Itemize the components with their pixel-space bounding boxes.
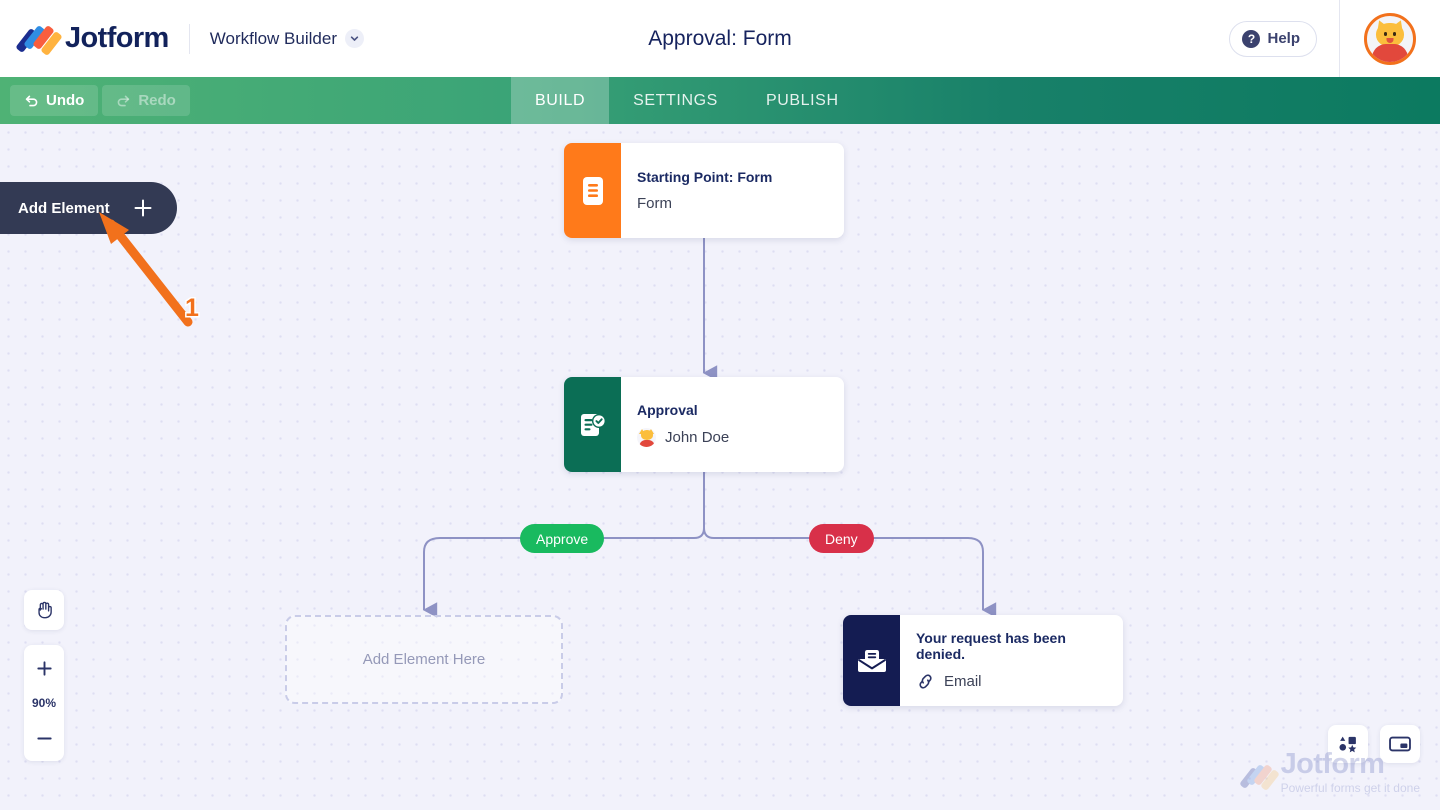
node-starting-point-body: Starting Point: Form Form — [621, 143, 788, 238]
header-divider-2 — [1339, 0, 1340, 77]
plus-icon — [36, 660, 52, 676]
add-element-label: Add Element — [18, 199, 110, 217]
zoom-level-label: 90% — [31, 696, 57, 710]
zoom-controls: 90% — [24, 645, 64, 761]
node-denied-email-body: Your request has been denied. Email — [900, 615, 1123, 706]
redo-label: Redo — [138, 92, 176, 109]
node-channel-label: Email — [944, 673, 982, 690]
node-approval-body: Approval John Doe — [621, 377, 745, 472]
undo-arrow-icon — [25, 95, 38, 107]
question-mark-icon: ? — [1242, 29, 1261, 48]
brand-name: Jotform — [65, 22, 169, 54]
node-starting-point[interactable]: Starting Point: Form Form — [564, 143, 844, 238]
builder-tabs: BUILD SETTINGS PUBLISH — [511, 77, 863, 124]
jotform-logo-icon — [15, 24, 63, 56]
shapes-grid-icon — [1339, 736, 1357, 753]
avatar-eye-right — [1393, 31, 1396, 36]
avatar-face — [1376, 22, 1404, 47]
zoom-in-button[interactable] — [26, 649, 62, 687]
hand-pan-icon — [38, 601, 52, 619]
minus-icon — [36, 737, 52, 739]
product-label: Workflow Builder — [209, 28, 337, 48]
tab-build[interactable]: BUILD — [511, 77, 610, 124]
workflow-builder-selector[interactable]: Workflow Builder — [210, 29, 364, 49]
undo-button[interactable]: Undo — [10, 85, 99, 116]
canvas-bottom-controls — [1328, 725, 1420, 763]
minimap-icon — [1389, 736, 1411, 752]
envelope-icon — [843, 615, 900, 706]
branch-badge-approve[interactable]: Approve — [520, 524, 605, 553]
elements-panel-button[interactable] — [1328, 725, 1368, 763]
minimap-button[interactable] — [1380, 725, 1420, 763]
node-title: Your request has been denied. — [916, 630, 1066, 662]
header-right-group: ? Help — [1229, 0, 1440, 77]
plus-icon — [134, 199, 152, 217]
node-title: Approval — [637, 402, 698, 418]
redo-button[interactable]: Redo — [102, 85, 190, 116]
pan-tool-button[interactable] — [24, 590, 64, 630]
tab-settings[interactable]: SETTINGS — [633, 91, 718, 109]
approval-check-icon — [564, 377, 621, 472]
undo-label: Undo — [46, 92, 85, 109]
node-title: Starting Point: Form — [637, 169, 773, 185]
tab-publish[interactable]: PUBLISH — [765, 91, 839, 109]
user-avatar[interactable] — [1364, 12, 1416, 65]
chevron-down-icon[interactable] — [344, 29, 364, 48]
node-approval[interactable]: Approval John Doe — [564, 377, 844, 472]
node-denied-email[interactable]: Your request has been denied. Email — [843, 615, 1123, 706]
builder-toolbar: Undo Redo BUILD SETTINGS PUBLISH — [0, 77, 1440, 124]
workflow-canvas[interactable]: Starting Point: Form Form Approval — [0, 124, 1440, 810]
node-assignee: John Doe — [637, 428, 729, 447]
redo-arrow-icon — [118, 95, 130, 107]
undo-redo-group: Undo Redo — [10, 85, 190, 116]
assignee-name: John Doe — [665, 429, 730, 446]
assignee-avatar — [637, 428, 656, 447]
form-document-icon — [564, 143, 621, 238]
branch-badge-deny[interactable]: Deny — [809, 524, 874, 553]
avatar-eye-left — [1384, 31, 1387, 36]
help-button[interactable]: ? Help — [1229, 20, 1317, 57]
zoom-out-button[interactable] — [26, 719, 62, 757]
node-channel: Email — [916, 672, 1107, 691]
link-chain-icon — [919, 674, 932, 689]
avatar-body — [1372, 43, 1408, 62]
header-divider — [188, 23, 190, 54]
add-element-button[interactable]: Add Element — [0, 182, 177, 234]
jotform-logo[interactable]: Jotform — [15, 22, 169, 56]
add-element-here-placeholder[interactable]: Add Element Here — [285, 615, 563, 704]
help-button-label: Help — [1267, 30, 1300, 47]
app-header: Jotform Workflow Builder Approval: Form … — [0, 0, 1440, 77]
node-subtitle: Form — [637, 195, 672, 212]
avatar-mouth — [1386, 37, 1394, 43]
